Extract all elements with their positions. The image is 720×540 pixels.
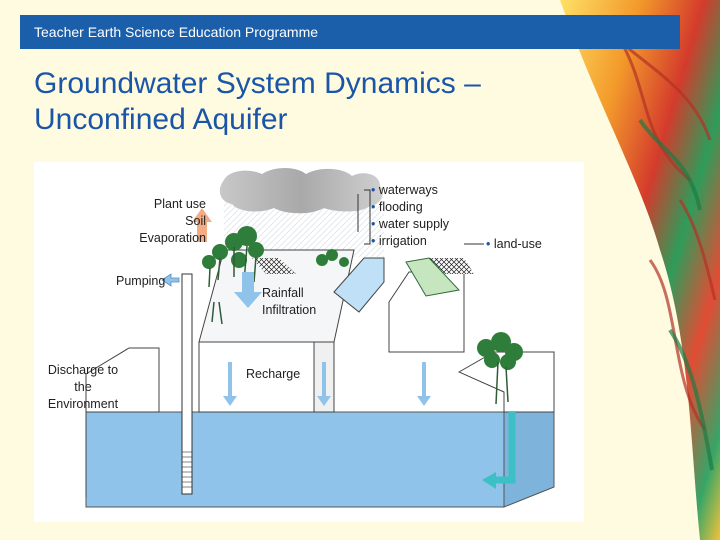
aquifer-water-front xyxy=(86,412,504,507)
label-recharge: Recharge xyxy=(246,366,300,383)
label-evaporation: Evaporation xyxy=(114,230,206,247)
use-item-water-supply: • water supply xyxy=(371,216,449,233)
use-item-flooding: • flooding xyxy=(371,199,449,216)
label-pumping: Pumping xyxy=(116,273,165,290)
label-land-use: • land-use xyxy=(486,236,542,253)
uses-list: • waterways • flooding • water supply • … xyxy=(371,182,449,250)
use-item-waterways: • waterways xyxy=(371,182,449,199)
label-discharge: Discharge to the Environment xyxy=(40,362,126,413)
slide-title: Groundwater System Dynamics – Unconfined… xyxy=(34,66,594,138)
label-infiltration: Infiltration xyxy=(262,302,316,319)
label-soil: Soil xyxy=(134,213,206,230)
label-rainfall: Rainfall xyxy=(262,285,304,302)
use-item-irrigation: • irrigation xyxy=(371,233,449,250)
header-title: Teacher Earth Science Education Programm… xyxy=(34,24,318,40)
diagram-illustration xyxy=(34,162,584,522)
pumping-well xyxy=(182,274,192,494)
label-plant-use: Plant use xyxy=(134,196,206,213)
groundwater-diagram: Plant use Soil Evaporation Pumping Disch… xyxy=(34,162,584,522)
